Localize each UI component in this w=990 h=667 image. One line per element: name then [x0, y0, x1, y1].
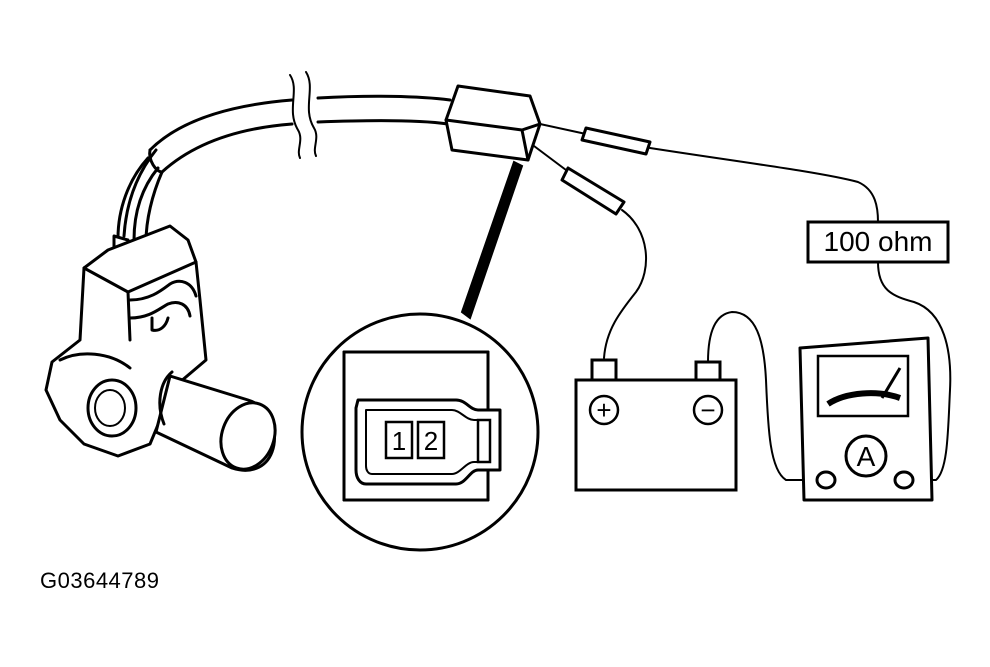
ammeter-symbol-ring [844, 434, 888, 478]
ammeter-terminal-right [893, 470, 915, 490]
ammeter-scale-arc [826, 390, 902, 407]
connector-pin-2-box [416, 420, 446, 460]
harness-connector [444, 84, 542, 320]
sensor-cable [116, 71, 452, 244]
ammeter-symbol: A [857, 441, 876, 472]
battery-positive-post [590, 358, 618, 382]
battery-positive-terminal-ring [588, 394, 620, 426]
resistor-label: 100 ohm [824, 226, 933, 257]
ammeter-dial-window [816, 354, 910, 418]
test-leads [533, 123, 952, 481]
resistor: 100 ohm [806, 220, 950, 264]
connector-face-detail: 1 2 [300, 312, 540, 552]
ammeter-needle [880, 367, 902, 399]
connector-pin-1-box [384, 420, 414, 460]
battery-positive-symbol: + [596, 395, 611, 425]
battery: + − [574, 358, 738, 492]
ammeter: A [798, 336, 934, 502]
resistor-box [806, 220, 950, 264]
battery-negative-symbol: − [700, 395, 715, 425]
connector-pin-2-label: 2 [424, 426, 438, 456]
connector-pin-1-label: 1 [392, 426, 406, 456]
zoom-callout [460, 160, 524, 320]
figure-code: G03644789 [40, 568, 160, 593]
battery-negative-terminal-ring [692, 394, 724, 426]
ammeter-terminal-left [815, 470, 837, 490]
sensor-body [44, 224, 277, 472]
